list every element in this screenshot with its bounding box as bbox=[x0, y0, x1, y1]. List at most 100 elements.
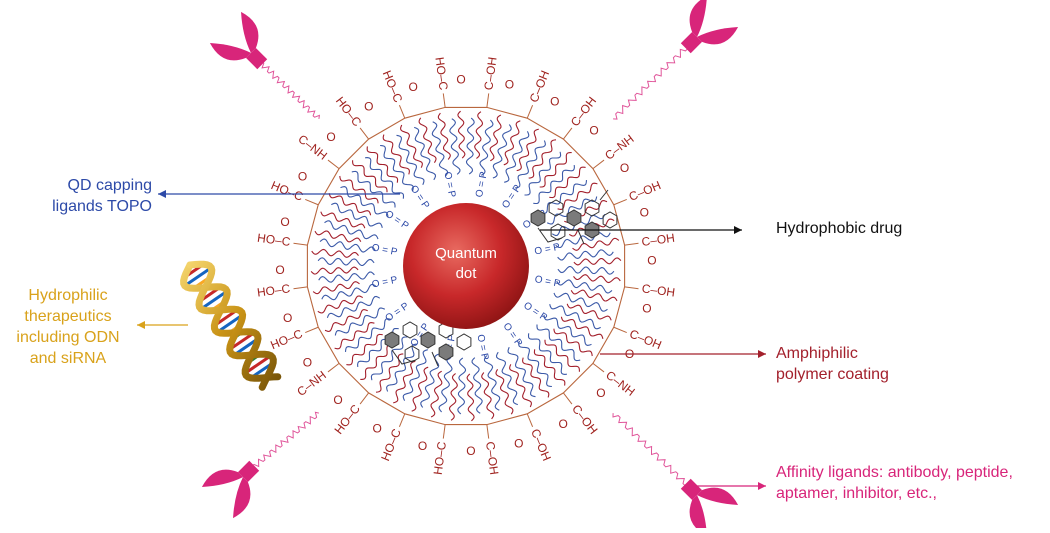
capping-ligand-head: O = P bbox=[383, 209, 411, 233]
topo-tail bbox=[321, 283, 377, 301]
polymer-tail bbox=[503, 120, 521, 166]
carbonyl-oxygen: O bbox=[283, 311, 292, 325]
label-polymer-line1: Amphiphilic bbox=[776, 345, 858, 362]
polymer-tail bbox=[339, 175, 379, 204]
capping-ligand-head: O = P bbox=[474, 170, 490, 198]
polymer-side-bond bbox=[442, 424, 446, 439]
label-capping-line2: ligands TOPO bbox=[52, 198, 152, 215]
polymer-tail bbox=[466, 373, 475, 422]
polymer-side-bond bbox=[563, 392, 573, 405]
label-hydrophobic-drug: Hydrophobic drug bbox=[776, 218, 902, 239]
label-hydrophilic-line2: therapeutics bbox=[24, 308, 112, 325]
carbonyl-oxygen: O bbox=[418, 439, 427, 453]
amide-group: C–NH bbox=[603, 368, 637, 399]
polymer-side-bond bbox=[486, 93, 490, 108]
capping-ligand-head: O = P bbox=[521, 300, 549, 324]
carboxyl-group: HO–C bbox=[268, 326, 304, 352]
affinity-arm-right bbox=[689, 495, 707, 533]
polymer-side-bond bbox=[613, 326, 627, 334]
capping-ligand-head: O = P bbox=[500, 183, 524, 211]
drug-ring bbox=[456, 333, 472, 351]
drug-ring bbox=[566, 209, 582, 227]
topo-tail bbox=[471, 357, 483, 414]
affinity-linker bbox=[249, 411, 320, 472]
polymer-tail bbox=[320, 211, 366, 229]
affinity-linker bbox=[256, 59, 321, 119]
core-label-line2: dot bbox=[456, 265, 478, 282]
drug-ring bbox=[402, 321, 418, 339]
carboxyl-group: C–OH bbox=[641, 281, 676, 299]
polymer-side-bond bbox=[526, 105, 534, 119]
topo-tail bbox=[536, 324, 581, 362]
polymer-side-bond bbox=[398, 105, 406, 119]
carboxyl-group: HO–C bbox=[333, 94, 365, 129]
topo-tail bbox=[555, 231, 611, 249]
topo-tail bbox=[344, 318, 392, 352]
carboxyl-group: C–OH bbox=[641, 231, 676, 249]
polymer-coating-ring bbox=[293, 93, 639, 439]
affinity-stem bbox=[245, 47, 268, 70]
carbonyl-oxygen: O bbox=[620, 161, 629, 175]
topo-tail bbox=[334, 307, 385, 336]
carbonyl-oxygen: O bbox=[333, 393, 342, 407]
polymer-tail bbox=[317, 295, 363, 314]
polymer-side-bond bbox=[293, 286, 308, 290]
carboxyl-group: HO–C bbox=[432, 56, 450, 91]
polymer-tail bbox=[366, 146, 399, 183]
polymer-tail bbox=[528, 139, 557, 179]
polymer-tail bbox=[549, 166, 586, 199]
carbonyl-oxygen: O bbox=[505, 77, 514, 91]
topo-tail bbox=[507, 347, 536, 398]
affinity-ligands bbox=[201, 0, 739, 533]
carbonyl-oxygen: O bbox=[647, 253, 656, 267]
topo-tail bbox=[402, 349, 428, 401]
capping-ligand-head: O = P bbox=[408, 183, 432, 211]
topo-tail bbox=[492, 124, 512, 179]
polymer-tail bbox=[324, 309, 368, 332]
polymer-side-bond bbox=[613, 198, 627, 206]
polymer-tail bbox=[553, 328, 593, 357]
carbonyl-oxygen: O bbox=[550, 95, 559, 109]
drug-ring bbox=[602, 211, 618, 229]
polymer-tail bbox=[573, 274, 621, 284]
polymer-side-bond bbox=[526, 413, 534, 427]
carboxyl-group: HO–C bbox=[431, 440, 449, 475]
topo-tail bbox=[504, 131, 530, 183]
polymer-side-bond bbox=[359, 127, 369, 140]
drug-ring bbox=[548, 199, 564, 217]
capping-ligand-head: O = P bbox=[371, 275, 399, 291]
topo-tail bbox=[331, 202, 383, 228]
polymer-side-bond bbox=[327, 363, 340, 373]
polymer-tail bbox=[310, 266, 359, 275]
topo-tail bbox=[319, 238, 376, 253]
affinity-stem bbox=[237, 460, 260, 483]
carbonyl-oxygen: O bbox=[589, 123, 598, 137]
topo-tail bbox=[380, 144, 414, 192]
polymer-tail bbox=[418, 117, 437, 163]
topo-tail bbox=[326, 295, 381, 318]
amide-group: C–NH bbox=[294, 368, 328, 399]
polymer-side-bond bbox=[486, 424, 490, 439]
topo-tail bbox=[527, 333, 567, 375]
topo-tail bbox=[370, 336, 408, 381]
polymer-side-bond bbox=[293, 242, 308, 246]
topo-tail bbox=[557, 265, 615, 275]
drug-ring bbox=[438, 343, 454, 361]
polymer-tail bbox=[516, 128, 539, 172]
topo-tail bbox=[465, 117, 475, 175]
carbonyl-oxygen: O bbox=[466, 444, 475, 458]
topo-tail bbox=[351, 170, 396, 208]
affinity-arm-left bbox=[209, 43, 251, 61]
topo-tail bbox=[540, 180, 588, 214]
polymer-tail bbox=[572, 237, 620, 251]
polymer-side-bond bbox=[442, 93, 446, 108]
dna-strand-2 bbox=[186, 260, 277, 391]
carbonyl-oxygen: O bbox=[280, 215, 289, 229]
topo-tail bbox=[533, 165, 575, 205]
polymer-backbone bbox=[306, 106, 626, 426]
quantum-dot-sphere bbox=[403, 203, 529, 329]
carbonyl-oxygen: O bbox=[456, 72, 465, 86]
carbonyl-oxygen: O bbox=[640, 205, 649, 219]
